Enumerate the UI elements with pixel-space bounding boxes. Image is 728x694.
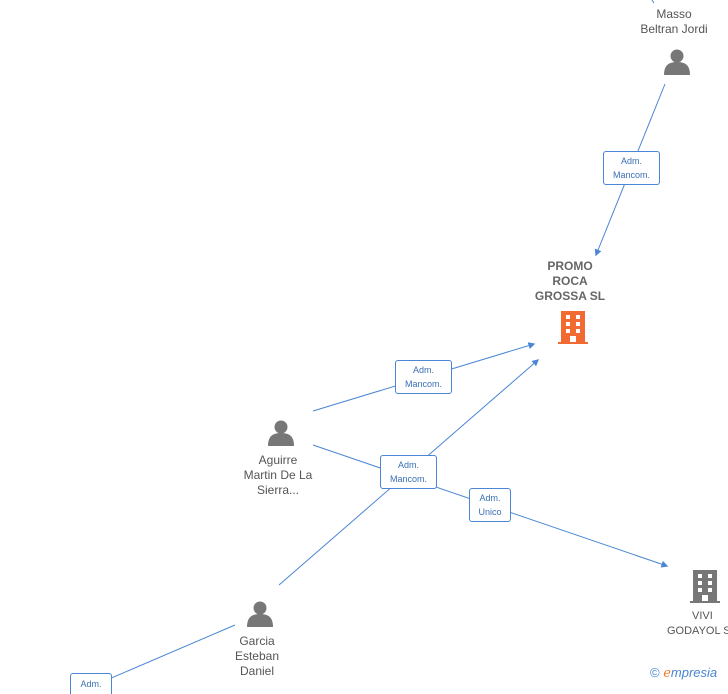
empresia-logo: © empresia (650, 665, 717, 681)
node-label-line: ROCA (552, 274, 588, 288)
node-label-line: GODAYOL S (667, 625, 728, 637)
edge-label-garcia-other[interactable]: Adm. (70, 673, 112, 694)
node-label-line: Masso (656, 7, 692, 21)
edge-label-aguirre-vivi[interactable]: Adm. Unico (469, 488, 511, 522)
edge-label-line: Unico (478, 507, 502, 517)
node-label-line: Beltran Jordi (640, 22, 708, 36)
brand-initial: e (663, 666, 671, 681)
node-label-line: PROMO (547, 259, 593, 273)
brand-name: mpresia (670, 665, 718, 680)
edge-label-line: Adm. (397, 460, 419, 470)
edge-label-aguirre-promo[interactable]: Adm. Mancom. (395, 360, 452, 394)
node-label-line: Sierra... (256, 483, 299, 497)
node-label-line: Aguirre (258, 453, 298, 467)
node-label-line: VIVI (692, 610, 713, 622)
edge-label-line: Mancom. (612, 170, 650, 180)
edge-label-line: Adm. (412, 365, 434, 375)
edge-label-garcia-promo[interactable]: Adm. Mancom. (380, 455, 437, 489)
edge-garcia-other[interactable] (94, 624, 236, 685)
node-label-line: Garcia (239, 634, 275, 648)
node-label-garcia[interactable]: Garcia Esteban Daniel (207, 634, 307, 679)
node-label-line: GROSSA SL (534, 289, 606, 303)
node-label-promo[interactable]: PROMO ROCA GROSSA SL (520, 259, 620, 304)
edge-label-masso-promo[interactable]: Adm. Mancom. (603, 151, 660, 185)
node-label-line: Esteban (234, 649, 280, 663)
building-icon-promo[interactable] (558, 311, 588, 344)
edge-label-line: Mancom. (389, 474, 427, 484)
node-label-vivi[interactable]: VIVI GODAYOL S (662, 609, 728, 639)
edge-label-line: Mancom. (404, 379, 442, 389)
edge-label-line: Adm. (80, 679, 102, 689)
node-label-line: Daniel (239, 664, 275, 678)
edge-label-line: Adm. (479, 493, 501, 503)
edge-top-stub (651, 0, 655, 4)
node-label-masso[interactable]: Masso Beltran Jordi (624, 7, 724, 37)
edge-label-line: Adm. (620, 156, 642, 166)
person-icon-aguirre[interactable] (268, 420, 294, 447)
person-icon-garcia[interactable] (247, 601, 273, 628)
node-label-line: Martin De La (243, 468, 313, 482)
node-label-aguirre[interactable]: Aguirre Martin De La Sierra... (228, 453, 328, 498)
person-icon-masso[interactable] (664, 49, 690, 76)
building-icon-vivi[interactable] (690, 570, 720, 603)
copyright-symbol: © (650, 665, 660, 680)
